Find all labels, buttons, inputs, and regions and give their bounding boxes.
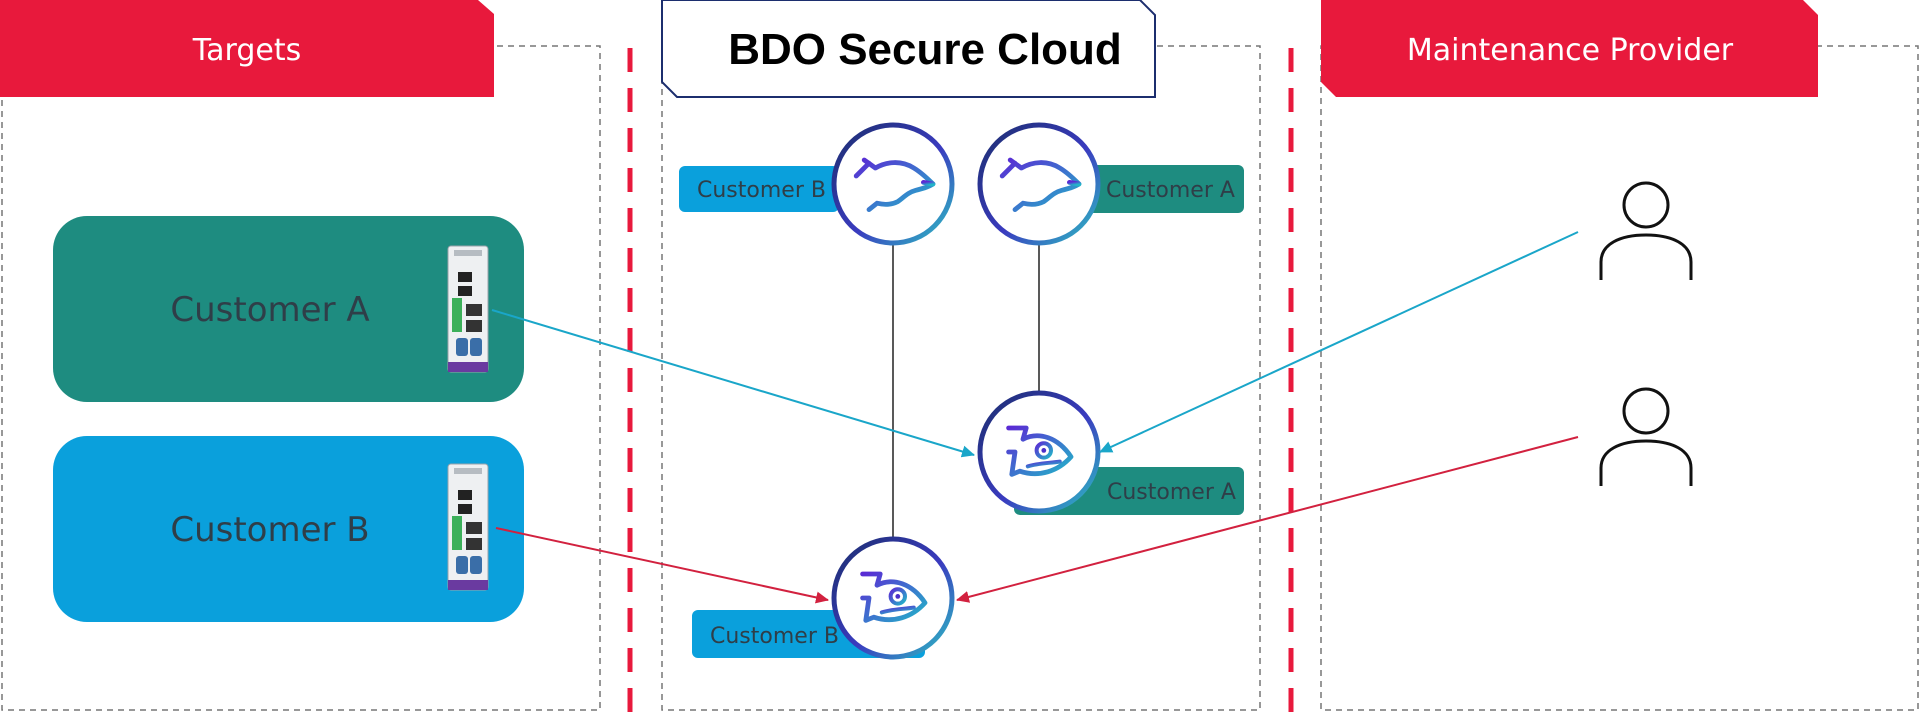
tag-gateway-customer-b-text: Customer B xyxy=(710,624,839,649)
targets-title: Targets xyxy=(192,33,301,68)
provider-title: Maintenance Provider xyxy=(1407,33,1734,68)
provider-section: Maintenance Provider xyxy=(1320,0,1919,711)
customer-a-panel[interactable] xyxy=(53,216,524,402)
tag-ssh-customer-a-text: Customer A xyxy=(1106,178,1235,203)
cloud-title: BDO Secure Cloud xyxy=(728,25,1122,74)
tag-ssh-customer-b-text: Customer B xyxy=(697,178,826,203)
arrow-provider-to-gateway-a xyxy=(1099,231,1579,453)
person-icon xyxy=(1599,387,1693,486)
ssh-node-a[interactable] xyxy=(977,122,1101,246)
targets-section: Targets Customer A Customer B xyxy=(0,0,601,711)
arrow-customer-b-to-gateway xyxy=(495,527,829,604)
gateway-node-b[interactable] xyxy=(831,536,955,660)
arrow-provider-to-gateway-b xyxy=(956,436,1579,603)
tag-ssh-customer-a xyxy=(1077,165,1244,213)
customer-b-label: Customer B xyxy=(170,510,369,550)
customer-a-label: Customer A xyxy=(170,290,369,330)
person-icon xyxy=(1599,181,1693,280)
arrow-customer-a-to-gateway xyxy=(491,309,975,458)
targets-header xyxy=(0,0,494,97)
customer-b-panel[interactable] xyxy=(53,436,524,622)
device-icon xyxy=(447,463,489,591)
cloud-header xyxy=(661,0,1156,98)
device-icon xyxy=(447,245,489,373)
tag-gateway-customer-a-text: Customer A xyxy=(1107,480,1236,505)
tag-ssh-customer-b xyxy=(679,166,839,212)
ssh-node-b[interactable] xyxy=(831,122,955,246)
gateway-node-a[interactable] xyxy=(977,390,1101,514)
cloud-section: BDO Secure Cloud Customer B Customer A C… xyxy=(661,0,1261,711)
provider-header xyxy=(1321,0,1818,97)
